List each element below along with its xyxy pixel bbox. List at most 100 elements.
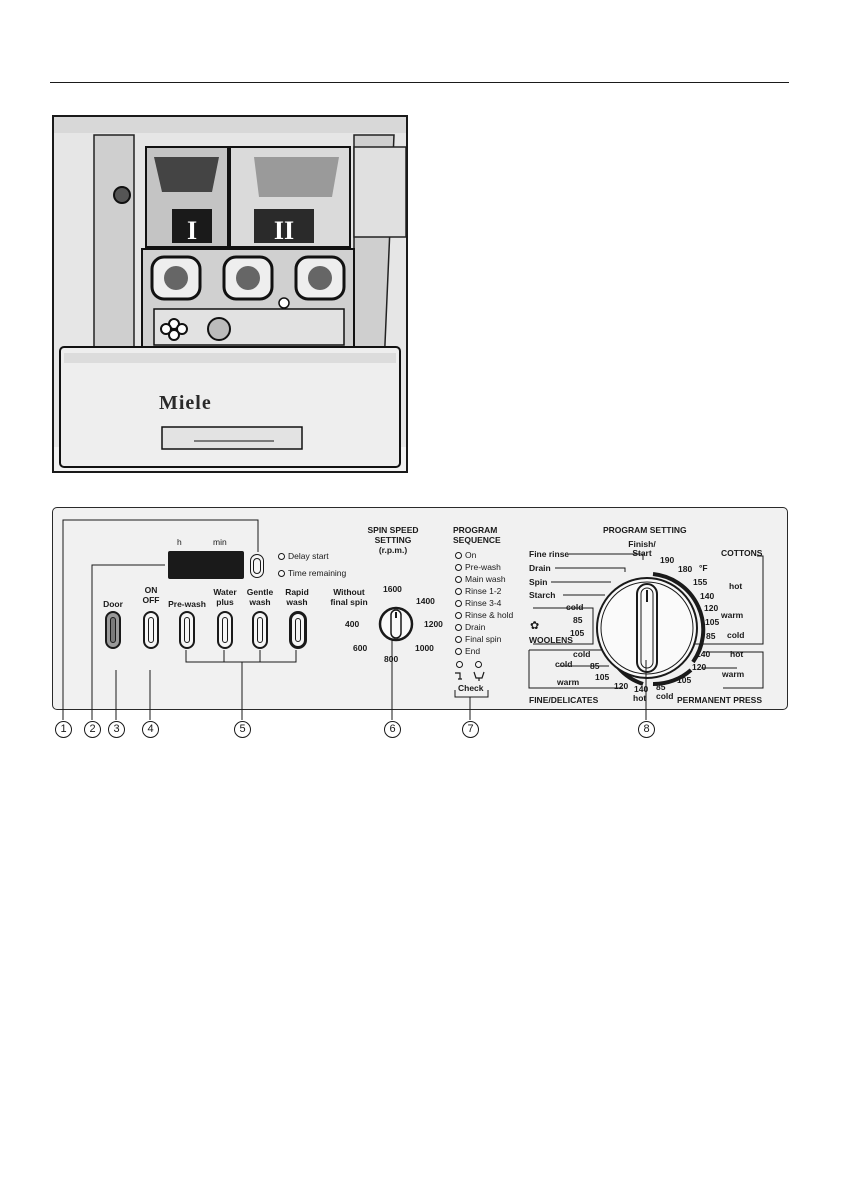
pp-140: 140	[696, 649, 711, 659]
pre-wash-button[interactable]	[179, 611, 195, 649]
pp-85: 85	[656, 682, 666, 692]
control-panel: h min Delay start Time remaining Door ON…	[52, 507, 788, 710]
cottons-120: 120	[704, 603, 719, 613]
cottons-cold: cold	[727, 630, 745, 640]
option-starch: Starch	[529, 590, 556, 600]
sequence-drain: Drain	[455, 622, 485, 632]
sequence-end: End	[455, 646, 480, 656]
option-spin: Spin	[529, 577, 548, 587]
rapid-wash-button[interactable]	[289, 611, 307, 649]
check-label: Check	[458, 683, 484, 693]
check-drain-led	[475, 661, 482, 668]
sequence-pre-wash: Pre-wash	[455, 562, 501, 572]
water-plus-label-2: plus	[216, 597, 234, 607]
cottons-105: 105	[705, 617, 720, 627]
cottons-label: COTTONS	[721, 548, 763, 558]
callout-1: 1	[55, 721, 72, 738]
program-sequence-title-2: SEQUENCE	[453, 535, 501, 545]
callout-4: 4	[142, 721, 159, 738]
check-icons	[455, 671, 485, 681]
on-off-button[interactable]	[143, 611, 159, 649]
water-plus-label-1: Water	[213, 587, 237, 597]
gentle-wash-button[interactable]	[252, 611, 268, 649]
program-setting-title: PROGRAM SETTING	[603, 525, 687, 535]
cottons-190: 190	[660, 555, 675, 565]
callout-2: 2	[84, 721, 101, 738]
gentle-wash-label-2: wash	[249, 597, 271, 607]
fine-level-warm: warm	[557, 677, 580, 687]
pre-wash-button-label: Pre-wash	[168, 599, 206, 609]
pp-cold: cold	[656, 691, 674, 701]
woolens-cold: cold	[566, 602, 584, 612]
spin-speed-dial[interactable]	[373, 596, 419, 652]
cottons-85: 85	[706, 631, 716, 641]
door-button[interactable]	[105, 611, 121, 649]
callout-5: 5	[234, 721, 251, 738]
miele-logo: Miele	[159, 392, 212, 414]
program-dial-graphics	[528, 553, 764, 689]
compartment-1-label: I	[187, 216, 197, 245]
sequence-rinse-1-2: Rinse 1-2	[455, 586, 501, 596]
spin-speed-title-2: SETTING	[374, 535, 412, 545]
drain-icon	[473, 671, 485, 681]
callout-7: 7	[462, 721, 479, 738]
option-drain: Drain	[529, 563, 551, 573]
sequence-main-wash: Main wash	[455, 574, 506, 584]
delay-start-led	[278, 553, 285, 560]
pp-105: 105	[677, 675, 692, 685]
sequence-rinse-hold: Rinse & hold	[455, 610, 513, 620]
spin-speed-title-1: SPIN SPEED	[367, 525, 419, 535]
fine-cold: cold	[573, 649, 591, 659]
pp-warm: warm	[722, 669, 745, 679]
cottons-140: 140	[700, 591, 715, 601]
callout-8: 8	[638, 721, 655, 738]
option-fine-rinse: Fine rinse	[529, 549, 570, 559]
display-minutes-label: min	[213, 537, 227, 547]
permanent-press-label: PERMANENT PRESS	[677, 695, 763, 705]
on-off-label-1: ON	[144, 585, 158, 595]
spin-1000: 1000	[415, 643, 434, 653]
rapid-wash-label-1: Rapid	[285, 587, 309, 597]
spin-1600: 1600	[383, 584, 402, 594]
finish-start-label-2: Start	[632, 548, 652, 558]
sequence-on: On	[455, 550, 476, 560]
spin-800: 800	[384, 654, 399, 664]
fine-105: 105	[595, 672, 610, 682]
program-sequence-title-1: PROGRAM	[453, 525, 498, 535]
water-inlet-icon	[455, 672, 462, 680]
spin-1200: 1200	[424, 619, 443, 629]
time-remaining-indicator: Time remaining	[278, 568, 346, 578]
time-remaining-led	[278, 570, 285, 577]
on-off-label-2: OFF	[142, 595, 160, 605]
wool-icon: ✿	[530, 620, 540, 632]
sequence-final-spin: Final spin	[455, 634, 501, 644]
time-select-button[interactable]	[250, 554, 264, 578]
cottons-155: 155	[693, 577, 708, 587]
spin-400: 400	[345, 619, 360, 629]
rapid-wash-label-2: wash	[286, 597, 308, 607]
sequence-rinse-3-4: Rinse 3-4	[455, 598, 501, 608]
delay-start-label: Delay start	[288, 551, 329, 561]
door-button-label: Door	[103, 599, 123, 609]
spin-speed-title-3: (r.p.m.)	[378, 545, 408, 555]
woolens-label: WOOLENS	[529, 635, 573, 645]
fine-120: 120	[614, 681, 629, 691]
delay-start-indicator: Delay start	[278, 551, 329, 561]
program-selector-dial[interactable]	[595, 578, 695, 678]
callout-6: 6	[384, 721, 401, 738]
compartment-2-label: II	[274, 216, 294, 245]
water-plus-button[interactable]	[217, 611, 233, 649]
pp-hot: hot	[730, 649, 744, 659]
cottons-hot: hot	[729, 581, 743, 591]
cottons-unit: °F	[699, 563, 708, 573]
fine-140: 140	[634, 684, 649, 694]
cottons-warm: warm	[721, 610, 744, 620]
spin-1400: 1400	[416, 596, 435, 606]
without-final-spin-1: Without	[333, 587, 365, 597]
dispenser-drawer-photo: I II Miele	[52, 115, 408, 473]
check-inlet-led	[456, 661, 463, 668]
time-display	[168, 551, 244, 579]
fine-level-hot: hot	[633, 693, 647, 703]
callout-3: 3	[108, 721, 125, 738]
pp-120: 120	[692, 662, 707, 672]
